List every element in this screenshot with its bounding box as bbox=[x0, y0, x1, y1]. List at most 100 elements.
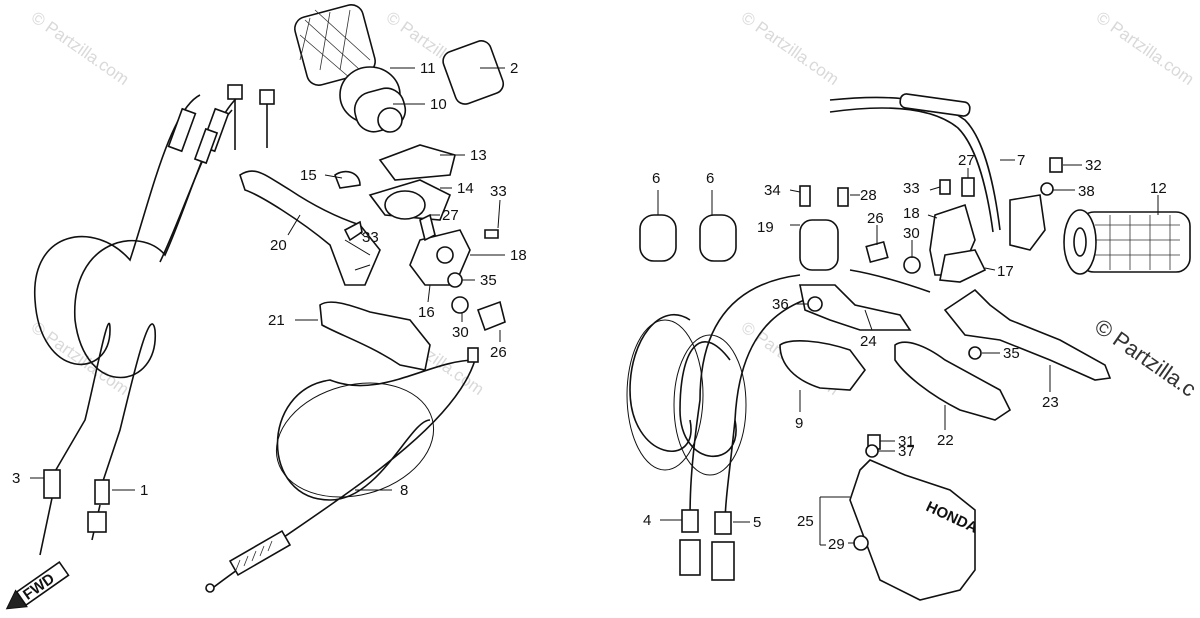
wire-connector bbox=[899, 93, 971, 117]
bolt-33-right bbox=[484, 229, 499, 239]
callout-6-right: 6 bbox=[706, 170, 714, 187]
callout-4: 4 bbox=[643, 512, 651, 529]
clutch-lever-23 bbox=[943, 288, 1112, 381]
cable-8-sleeve bbox=[228, 529, 292, 577]
bolt-26-right bbox=[865, 240, 889, 264]
washer-38 bbox=[1040, 182, 1054, 196]
callout-6-left: 6 bbox=[652, 170, 660, 187]
throttle-housing-13 bbox=[378, 144, 456, 181]
callout-19: 19 bbox=[757, 219, 774, 236]
bolt-33-right-top bbox=[939, 179, 951, 195]
callout-33-lever: 33 bbox=[362, 229, 379, 246]
cable-5 bbox=[679, 289, 841, 526]
cable-8-end bbox=[205, 583, 215, 593]
callout-9: 9 bbox=[795, 415, 803, 432]
callout-18-right: 18 bbox=[903, 205, 920, 222]
cable-8-top-end bbox=[467, 347, 479, 363]
callout-18: 18 bbox=[510, 247, 527, 264]
callout-28: 28 bbox=[860, 187, 877, 204]
hand-guard-25 bbox=[849, 459, 976, 601]
lever-boot-21 bbox=[319, 301, 431, 371]
washer-37 bbox=[865, 444, 879, 458]
watermark-text: © Partzilla.com bbox=[28, 8, 133, 89]
callout-17: 17 bbox=[997, 263, 1014, 280]
cable-5-nut bbox=[711, 541, 735, 581]
cable-loop bbox=[626, 319, 704, 471]
callout-2: 2 bbox=[510, 60, 518, 77]
fwd-arrow: FWD bbox=[5, 561, 70, 610]
callout-38: 38 bbox=[1078, 183, 1095, 200]
callout-33-top: 33 bbox=[490, 183, 507, 200]
cable-4-fitting bbox=[681, 509, 699, 533]
callout-33-right: 33 bbox=[903, 180, 920, 197]
callout-27-right: 27 bbox=[958, 152, 975, 169]
cable-3 bbox=[34, 94, 201, 481]
wire-harness-7b bbox=[829, 107, 994, 233]
cable-4 bbox=[629, 274, 801, 521]
cable-3-boot bbox=[167, 107, 197, 153]
lever-boot-9 bbox=[779, 340, 866, 391]
callout-37: 37 bbox=[898, 443, 915, 460]
callout-22: 22 bbox=[937, 432, 954, 449]
perch-19 bbox=[799, 219, 839, 271]
adjuster-top-left bbox=[227, 84, 243, 100]
washer-30-right bbox=[903, 256, 921, 274]
leader-lines-right bbox=[657, 159, 1159, 546]
bolt-27-right bbox=[961, 177, 975, 197]
nut-35 bbox=[447, 272, 463, 288]
cable-1-fitting bbox=[94, 479, 110, 505]
lever-detail bbox=[344, 239, 371, 271]
adjuster-top-right bbox=[259, 89, 275, 105]
nut-36 bbox=[807, 296, 823, 312]
callout-24: 24 bbox=[860, 333, 877, 350]
bolt-32 bbox=[1049, 157, 1063, 173]
cable-8-loop bbox=[275, 382, 435, 498]
callout-32: 32 bbox=[1085, 157, 1102, 174]
callout-35-right: 35 bbox=[1003, 345, 1020, 362]
nut-35-right bbox=[968, 346, 982, 360]
callout-14: 14 bbox=[457, 180, 474, 197]
callout-30: 30 bbox=[452, 324, 469, 341]
callout-15: 15 bbox=[300, 167, 317, 184]
callout-1: 1 bbox=[140, 482, 148, 499]
cable-1 bbox=[74, 94, 241, 491]
callout-7: 7 bbox=[1017, 152, 1025, 169]
bolt-26 bbox=[476, 300, 506, 332]
bolt-27 bbox=[419, 213, 436, 242]
perch-17 bbox=[939, 249, 987, 283]
watermark-text: © Partzilla.com bbox=[738, 8, 843, 89]
watermark-text: © Partzilla.com bbox=[1093, 8, 1198, 89]
callout-21: 21 bbox=[268, 312, 285, 329]
wire-harness-7 bbox=[829, 96, 1001, 231]
right-assembly: HONDA bbox=[626, 93, 1191, 601]
housing-bore bbox=[384, 190, 426, 220]
callout-34: 34 bbox=[764, 182, 781, 199]
washer-30 bbox=[451, 296, 469, 314]
cable-1-boot-2 bbox=[193, 127, 219, 165]
callout-30-right: 30 bbox=[903, 225, 920, 242]
callout-11: 11 bbox=[420, 60, 436, 77]
callout-12: 12 bbox=[1150, 180, 1167, 197]
cable-3-fitting bbox=[43, 469, 61, 499]
lever-boot-22 bbox=[894, 341, 1012, 421]
callout-23: 23 bbox=[1042, 394, 1059, 411]
cable-1-nut bbox=[87, 511, 107, 533]
cable-8-threads bbox=[235, 540, 273, 571]
cable-4-nut bbox=[679, 539, 701, 576]
callout-36: 36 bbox=[772, 296, 789, 313]
throttle-cover-2 bbox=[442, 40, 505, 105]
throttle-grip bbox=[294, 4, 407, 133]
callout-13: 13 bbox=[470, 147, 487, 164]
cable-5-connection bbox=[849, 269, 931, 293]
watermark-text: © Partzilla.com bbox=[28, 318, 133, 399]
cable-loop bbox=[673, 334, 747, 476]
callout-26: 26 bbox=[490, 344, 507, 361]
bolt-29 bbox=[853, 535, 869, 551]
cable-5-fitting bbox=[714, 511, 732, 535]
callout-35: 35 bbox=[480, 272, 497, 289]
watermark-large: © Partzilla.c bbox=[1090, 314, 1200, 402]
cable-3-end bbox=[39, 497, 53, 556]
callout-26-right: 26 bbox=[867, 210, 884, 227]
kill-switch-body bbox=[1009, 194, 1046, 251]
